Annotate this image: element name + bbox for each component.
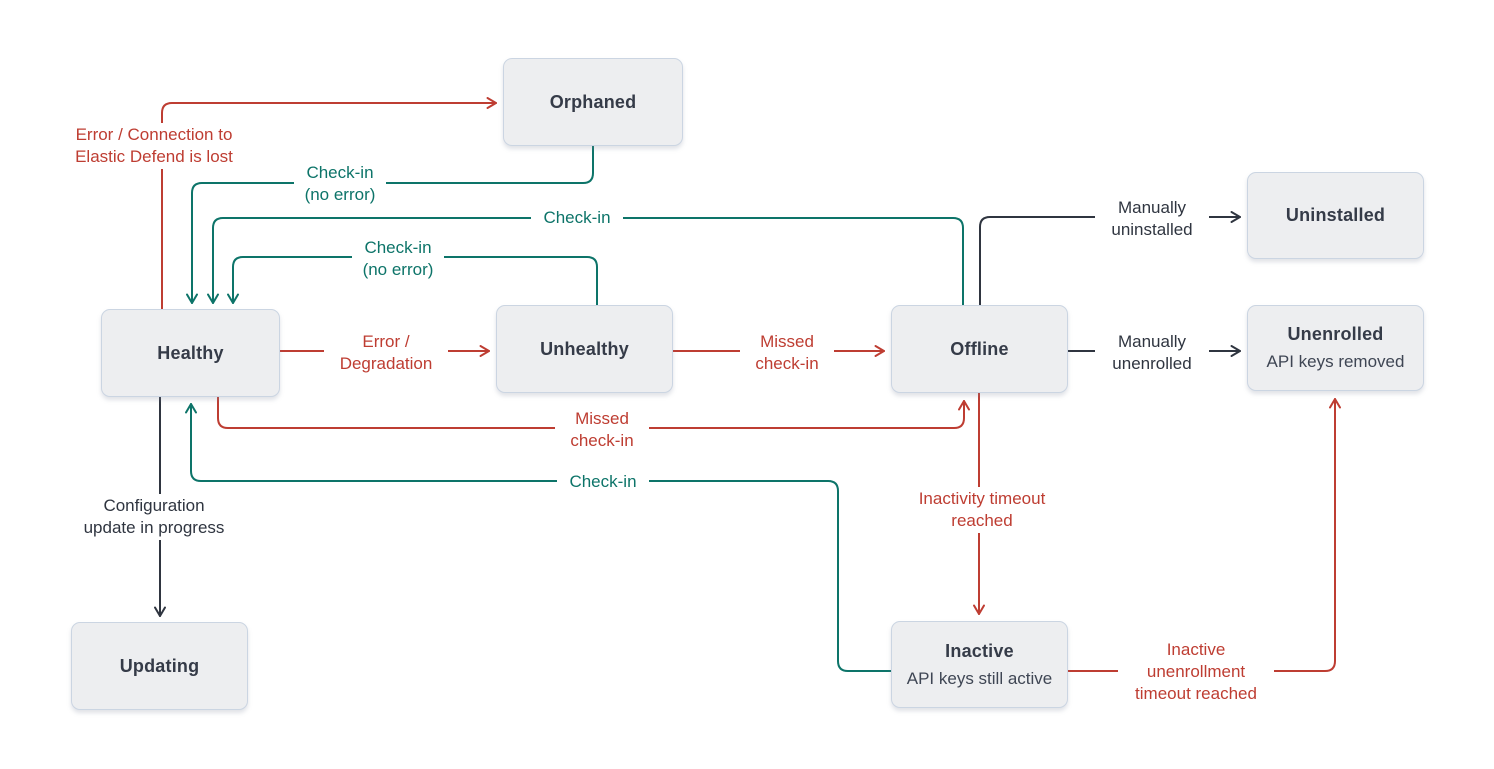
node-offline-label: Offline	[950, 338, 1009, 359]
edge-label-missed-checkin-unhealthy: Missed check-in	[740, 330, 834, 376]
node-offline: Offline	[891, 305, 1068, 393]
edge-label-error-degradation: Error / Degradation	[324, 330, 448, 376]
edge-label-missed-checkin-healthy: Missed check-in	[555, 407, 649, 453]
edge-label-error-connection-lost: Error / Connection to Elastic Defend is …	[52, 123, 256, 169]
edge-orphaned-healthy	[186, 145, 594, 304]
node-updating-label: Updating	[119, 655, 200, 676]
edge-label-manually-unenrolled: Manually unenrolled	[1095, 330, 1209, 376]
node-orphaned: Orphaned	[503, 58, 683, 146]
edge-label-checkin-no-error-unhealthy: Check-in (no error)	[352, 236, 444, 282]
node-inactive-label: Inactive	[945, 640, 1014, 661]
node-healthy: Healthy	[101, 309, 280, 397]
edge-healthy-orphaned	[161, 97, 497, 310]
node-inactive: Inactive API keys still active	[891, 621, 1068, 708]
edge-label-checkin-no-error-orphaned: Check-in (no error)	[294, 161, 386, 207]
node-unenrolled: Unenrolled API keys removed	[1247, 305, 1424, 391]
node-unenrolled-sublabel: API keys removed	[1266, 352, 1405, 371]
node-unhealthy: Unhealthy	[496, 305, 673, 393]
node-healthy-label: Healthy	[157, 342, 224, 363]
edge-label-inactive-unenrollment-timeout: Inactive unenrollment timeout reached	[1118, 638, 1274, 706]
node-unhealthy-label: Unhealthy	[540, 338, 629, 359]
edge-label-manually-uninstalled: Manually uninstalled	[1095, 196, 1209, 242]
node-unenrolled-label: Unenrolled	[1287, 324, 1384, 344]
node-uninstalled: Uninstalled	[1247, 172, 1424, 259]
node-inactive-sublabel: API keys still active	[906, 668, 1053, 688]
edge-label-configuration-update: Configuration update in progress	[62, 494, 246, 540]
edge-inactive-unenrolled	[1067, 398, 1341, 672]
edge-offline-uninstalled	[979, 211, 1241, 306]
node-uninstalled-label: Uninstalled	[1285, 205, 1386, 225]
node-orphaned-label: Orphaned	[549, 91, 637, 112]
edge-label-checkin-offline: Check-in	[531, 206, 623, 230]
node-updating: Updating	[71, 622, 248, 710]
edge-offline-healthy	[207, 217, 964, 306]
edge-label-checkin-inactive: Check-in	[557, 470, 649, 494]
edge-label-inactivity-timeout: Inactivity timeout reached	[898, 487, 1066, 533]
edge-inactive-healthy	[185, 403, 892, 672]
